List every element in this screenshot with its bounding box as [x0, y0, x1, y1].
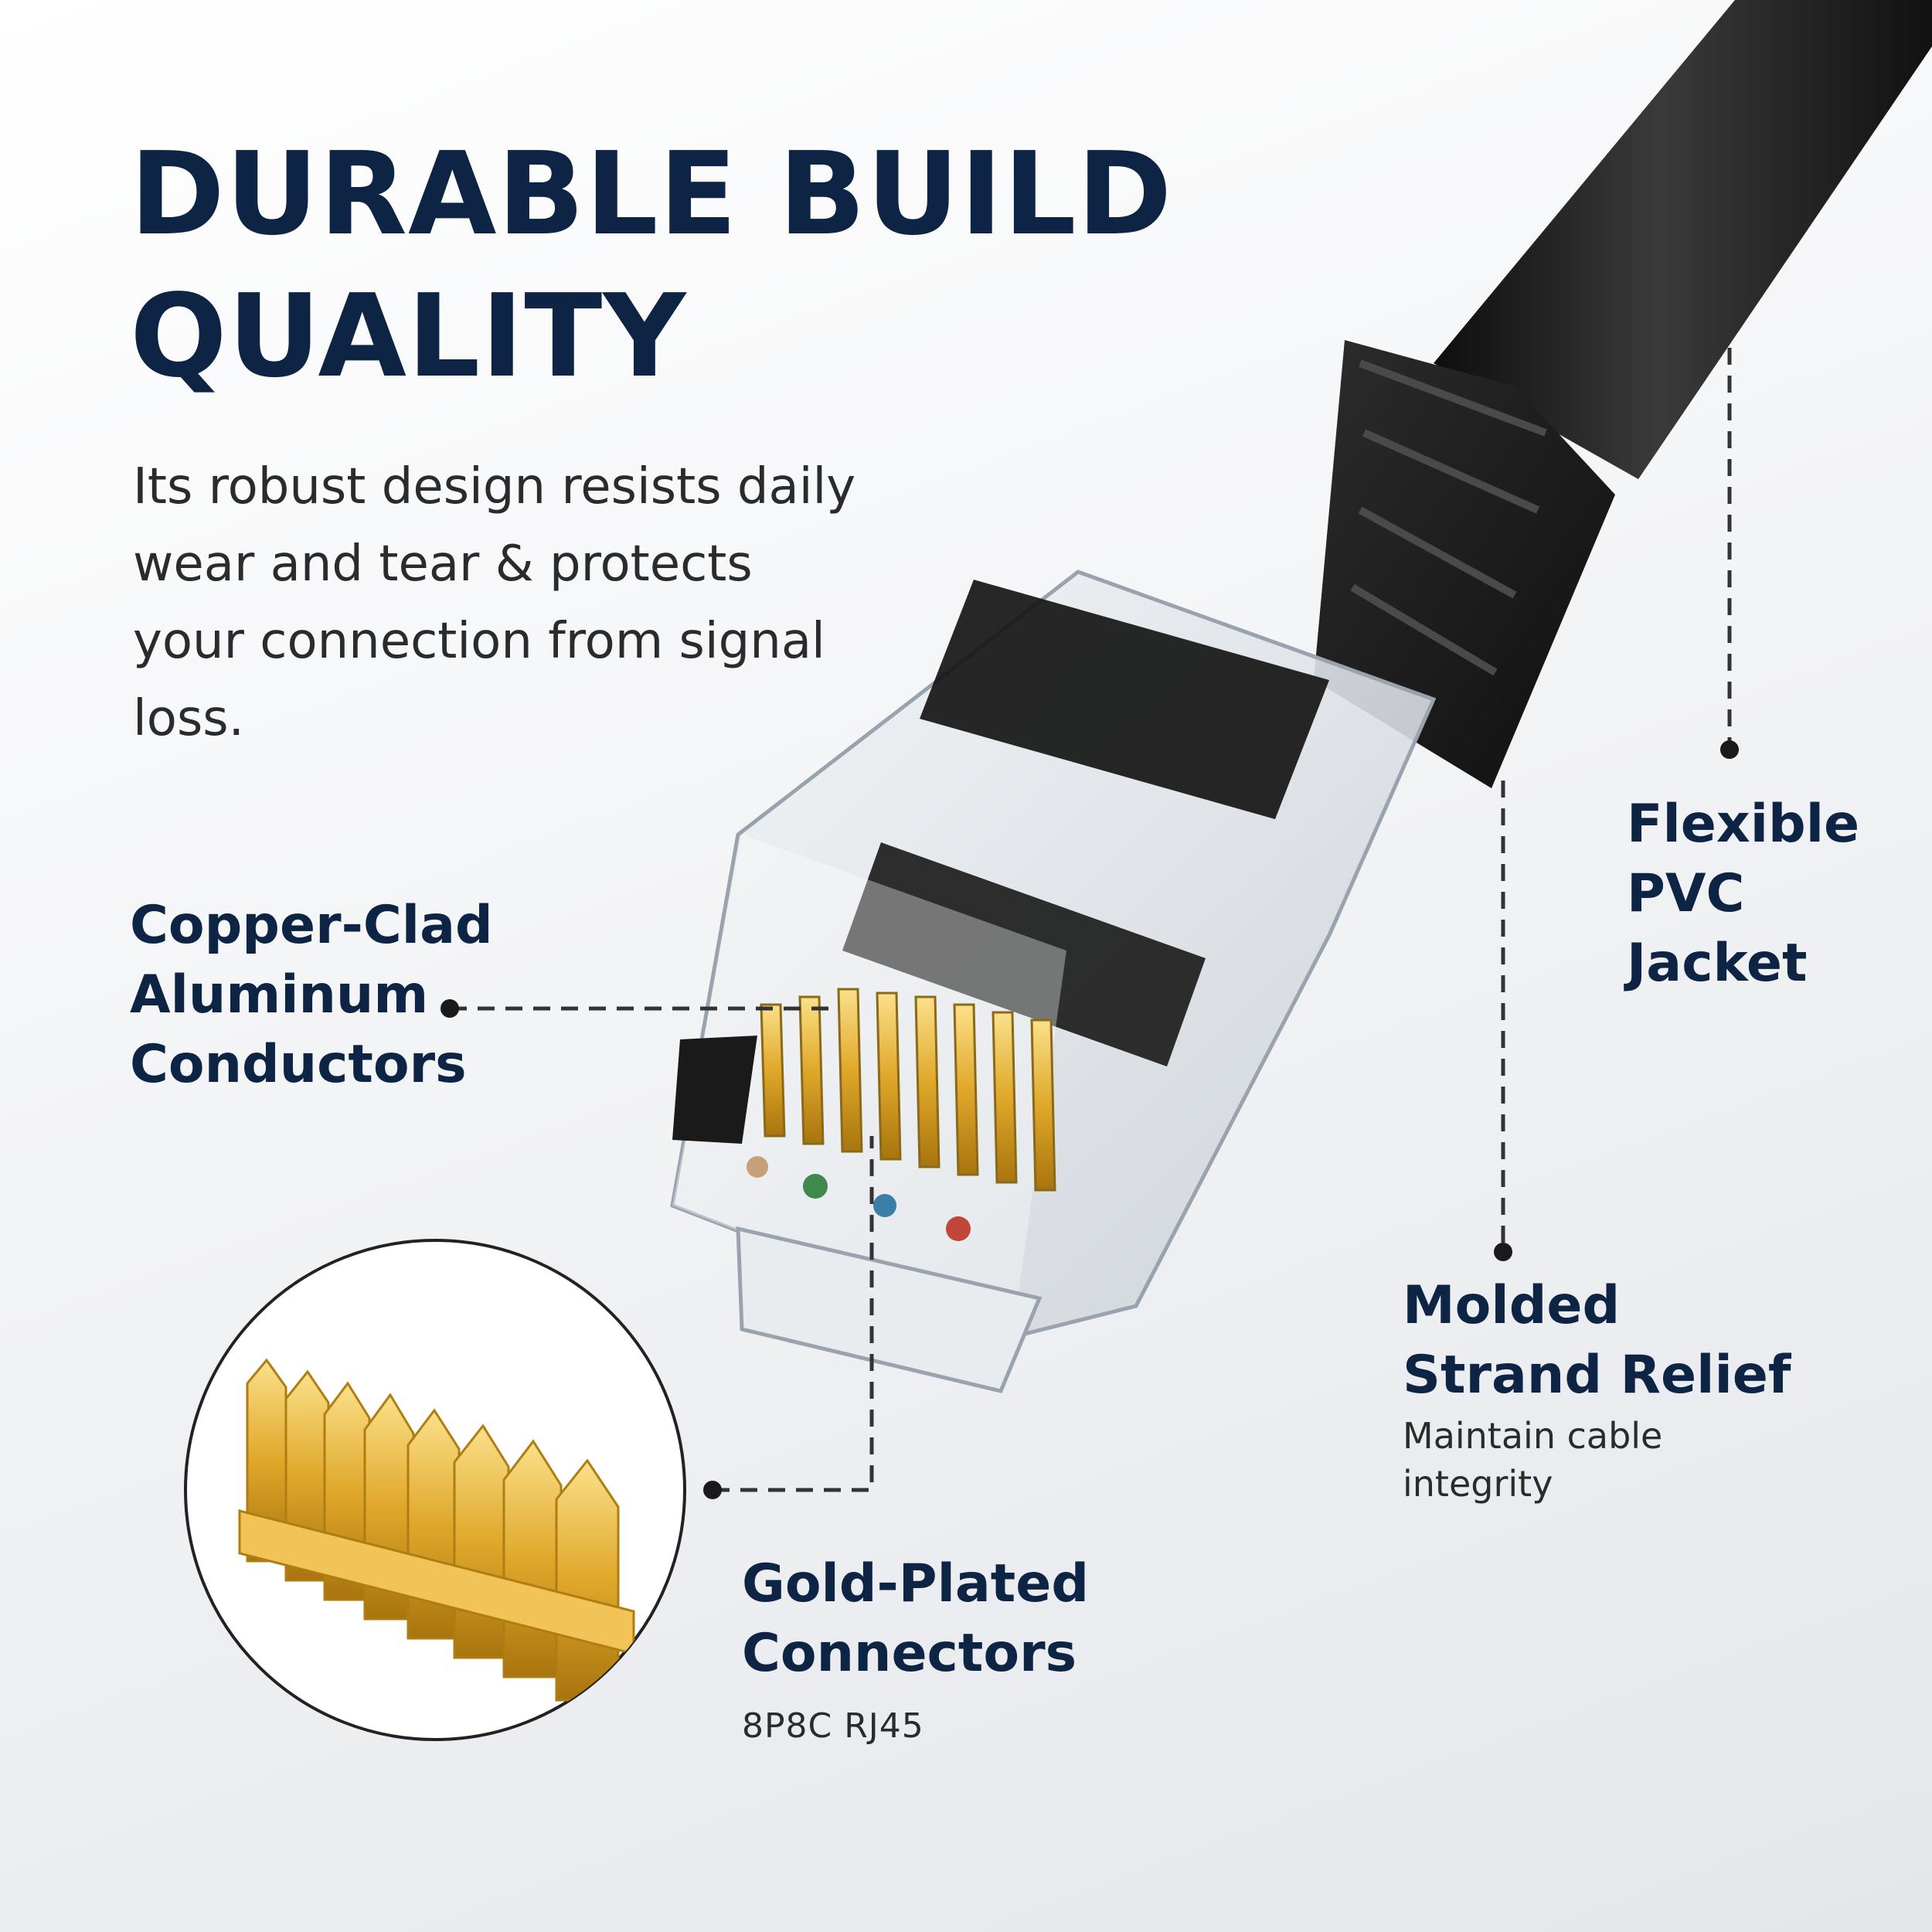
callout-title: Flexible PVC Jacket: [1627, 790, 1859, 998]
page-title-line-1: DURABLE BUILD: [130, 128, 1173, 260]
intro-paragraph: Its robust design resists daily wear and…: [133, 458, 856, 747]
callout-title-line-2: Strand Relief: [1403, 1345, 1791, 1406]
callout-title-line-1: Gold-Plated: [742, 1553, 1090, 1614]
page-title-line-2: QUALITY: [130, 269, 687, 403]
molded-leader-dot: [1494, 1243, 1512, 1261]
pvc-leader-dot: [1720, 740, 1739, 759]
gold-contact-pins: [238, 1358, 635, 1702]
callout-subtitle: 8P8C RJ45: [742, 1706, 924, 1746]
copper-leader-dot: [440, 999, 459, 1018]
callout-gold-plated-connectors: Gold-Plated Connectors 8P8C RJ45: [742, 1549, 1089, 1750]
gold-leader-line: [713, 1136, 874, 1492]
callout-title-line-2: Aluminum: [130, 964, 429, 1026]
gold-leader-dot: [703, 1481, 722, 1499]
plug-contacts: [747, 988, 1056, 1241]
callout-subtitle: Maintain cable integrity: [1403, 1415, 1663, 1505]
callout-title-line-1: Flexible: [1627, 794, 1860, 855]
callout-title-line-1: Copper-Clad: [130, 895, 493, 956]
callout-title-line-3: Jacket: [1627, 933, 1808, 994]
cable: [1434, 0, 1932, 479]
callout-title: Gold-Plated Connectors: [742, 1549, 1089, 1689]
callout-title: Copper-Clad Aluminum Conductors: [130, 891, 493, 1100]
callout-flexible-pvc-jacket: Flexible PVC Jacket: [1627, 790, 1859, 998]
leader-lines: [450, 348, 1732, 1492]
gold-connector-zoom: [184, 1239, 686, 1741]
strand-relief-boot: [1314, 340, 1615, 788]
page-title: DURABLE BUILD QUALITY: [130, 124, 1172, 407]
callout-title-line-1: Molded: [1403, 1275, 1621, 1336]
callout-title-line-2: Connectors: [742, 1623, 1077, 1684]
rj45-plug-body: [670, 570, 1437, 1393]
leader-dots: [440, 740, 1739, 1499]
callout-copper-clad-aluminum: Copper-Clad Aluminum Conductors: [130, 891, 493, 1100]
callout-molded-strand-relief: Molded Strand Relief Maintain cable inte…: [1403, 1271, 1804, 1508]
callout-title: Molded Strand Relief: [1403, 1271, 1804, 1410]
callout-title-line-3: Conductors: [130, 1034, 467, 1095]
callout-title-line-2: PVC: [1627, 863, 1745, 924]
